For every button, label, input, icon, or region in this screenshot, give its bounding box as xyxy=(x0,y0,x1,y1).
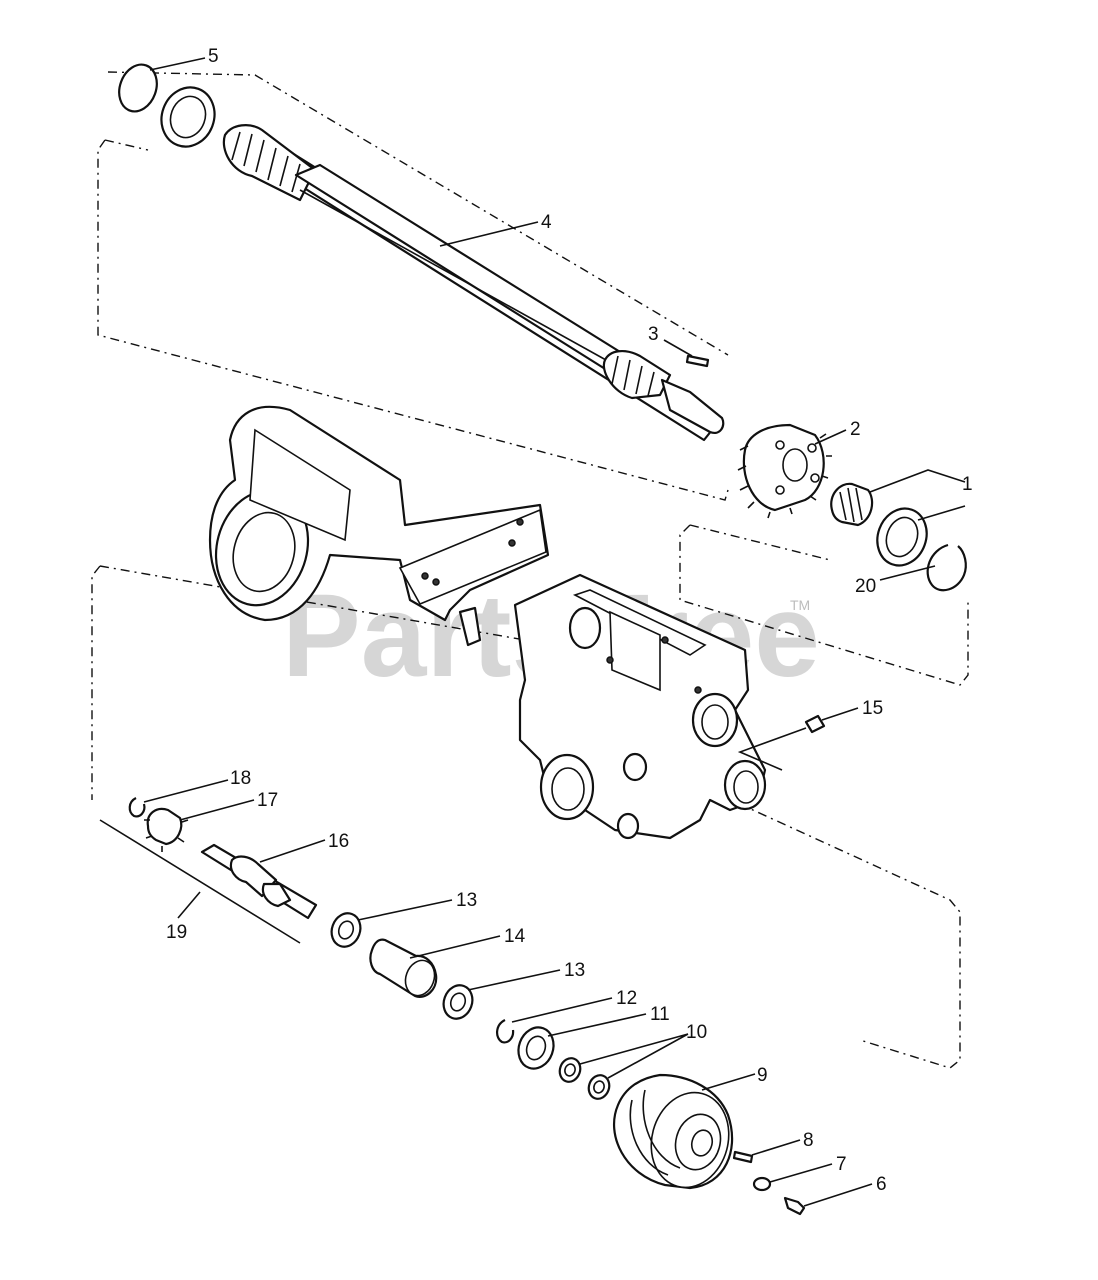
callout-2: 2 xyxy=(850,419,861,440)
right-bearing-link xyxy=(689,524,831,561)
callout-4: 4 xyxy=(541,212,552,233)
callout-12: 12 xyxy=(616,988,637,1009)
set-screw-15 xyxy=(804,714,826,734)
input-shaft-16 xyxy=(200,843,318,920)
callout-17: 17 xyxy=(257,790,278,811)
leader-7 xyxy=(769,1163,833,1183)
assembly-boundaries xyxy=(91,71,969,1069)
pinion-gear-17 xyxy=(144,807,189,852)
leader-4 xyxy=(439,221,539,247)
leader-10 xyxy=(579,1033,689,1079)
key-3 xyxy=(685,354,710,368)
leader-17 xyxy=(179,799,255,821)
snap-ring-12 xyxy=(496,1019,515,1044)
callout-20: 20 xyxy=(855,576,876,597)
leader-13a xyxy=(357,899,453,921)
worm-shaft-4 xyxy=(222,124,725,442)
callout-labels: 5 4 3 2 1 20 15 18 17 16 19 13 14 13 12 … xyxy=(166,46,973,1195)
callout-8: 8 xyxy=(803,1130,814,1151)
upper-shaft-boundary-left xyxy=(104,139,149,151)
bearing-cup-1 xyxy=(876,507,928,567)
callout-13a: 13 xyxy=(456,890,477,911)
callout-19: 19 xyxy=(166,922,187,943)
leader-14 xyxy=(409,935,501,959)
gear-case xyxy=(513,573,767,840)
leader-lines xyxy=(99,57,966,1207)
leader-6 xyxy=(803,1183,873,1207)
callout-13b: 13 xyxy=(564,960,585,981)
leader-16 xyxy=(259,839,326,863)
callout-11: 11 xyxy=(650,1004,670,1025)
callout-1: 1 xyxy=(962,474,973,495)
leader-20 xyxy=(879,565,936,581)
bearing-cone-1 xyxy=(830,482,874,527)
watermark-trademark: TM xyxy=(790,597,810,613)
leader-18 xyxy=(143,779,229,803)
callout-18: 18 xyxy=(230,768,251,789)
lower-assembly-boundary xyxy=(91,565,961,1069)
callout-9: 9 xyxy=(757,1065,768,1086)
leader-1 xyxy=(869,469,966,521)
leader-8 xyxy=(751,1139,801,1156)
leader-3 xyxy=(663,339,693,357)
leader-2 xyxy=(814,429,847,445)
thrust-washer-13a xyxy=(330,912,362,948)
thrust-washer-13b xyxy=(442,984,474,1020)
leader-15 xyxy=(737,707,859,771)
e-ring-18 xyxy=(128,797,146,818)
callout-5: 5 xyxy=(208,46,219,67)
pulley-9 xyxy=(613,1073,734,1190)
leader-12 xyxy=(511,997,613,1023)
callout-6: 6 xyxy=(876,1174,887,1195)
leader-9 xyxy=(701,1073,756,1091)
right-bearing-boundary xyxy=(679,524,969,686)
screw-6 xyxy=(783,1196,806,1216)
washer-10b xyxy=(587,1074,611,1100)
washer-10a xyxy=(558,1057,582,1083)
retaining-ring-5 xyxy=(118,63,158,113)
washer-7 xyxy=(752,1176,772,1192)
callout-16: 16 xyxy=(328,831,349,852)
key-8 xyxy=(732,1150,754,1164)
spur-gear-2 xyxy=(737,423,832,519)
callout-10: 10 xyxy=(686,1022,707,1043)
callout-14: 14 xyxy=(504,926,526,947)
callout-3: 3 xyxy=(648,324,659,345)
bushing-14 xyxy=(369,938,438,998)
snap-ring-20 xyxy=(926,543,967,592)
upper-shaft-boundary xyxy=(97,71,729,501)
leader-19 xyxy=(99,819,301,944)
bearing-11 xyxy=(517,1026,555,1070)
leader-11 xyxy=(547,1013,647,1037)
leader-5 xyxy=(149,57,206,71)
callout-7: 7 xyxy=(836,1154,847,1175)
callout-15: 15 xyxy=(862,698,883,719)
leader-13b xyxy=(467,969,561,991)
bearing-cup-upper xyxy=(160,86,216,148)
axle-housing xyxy=(208,405,550,647)
